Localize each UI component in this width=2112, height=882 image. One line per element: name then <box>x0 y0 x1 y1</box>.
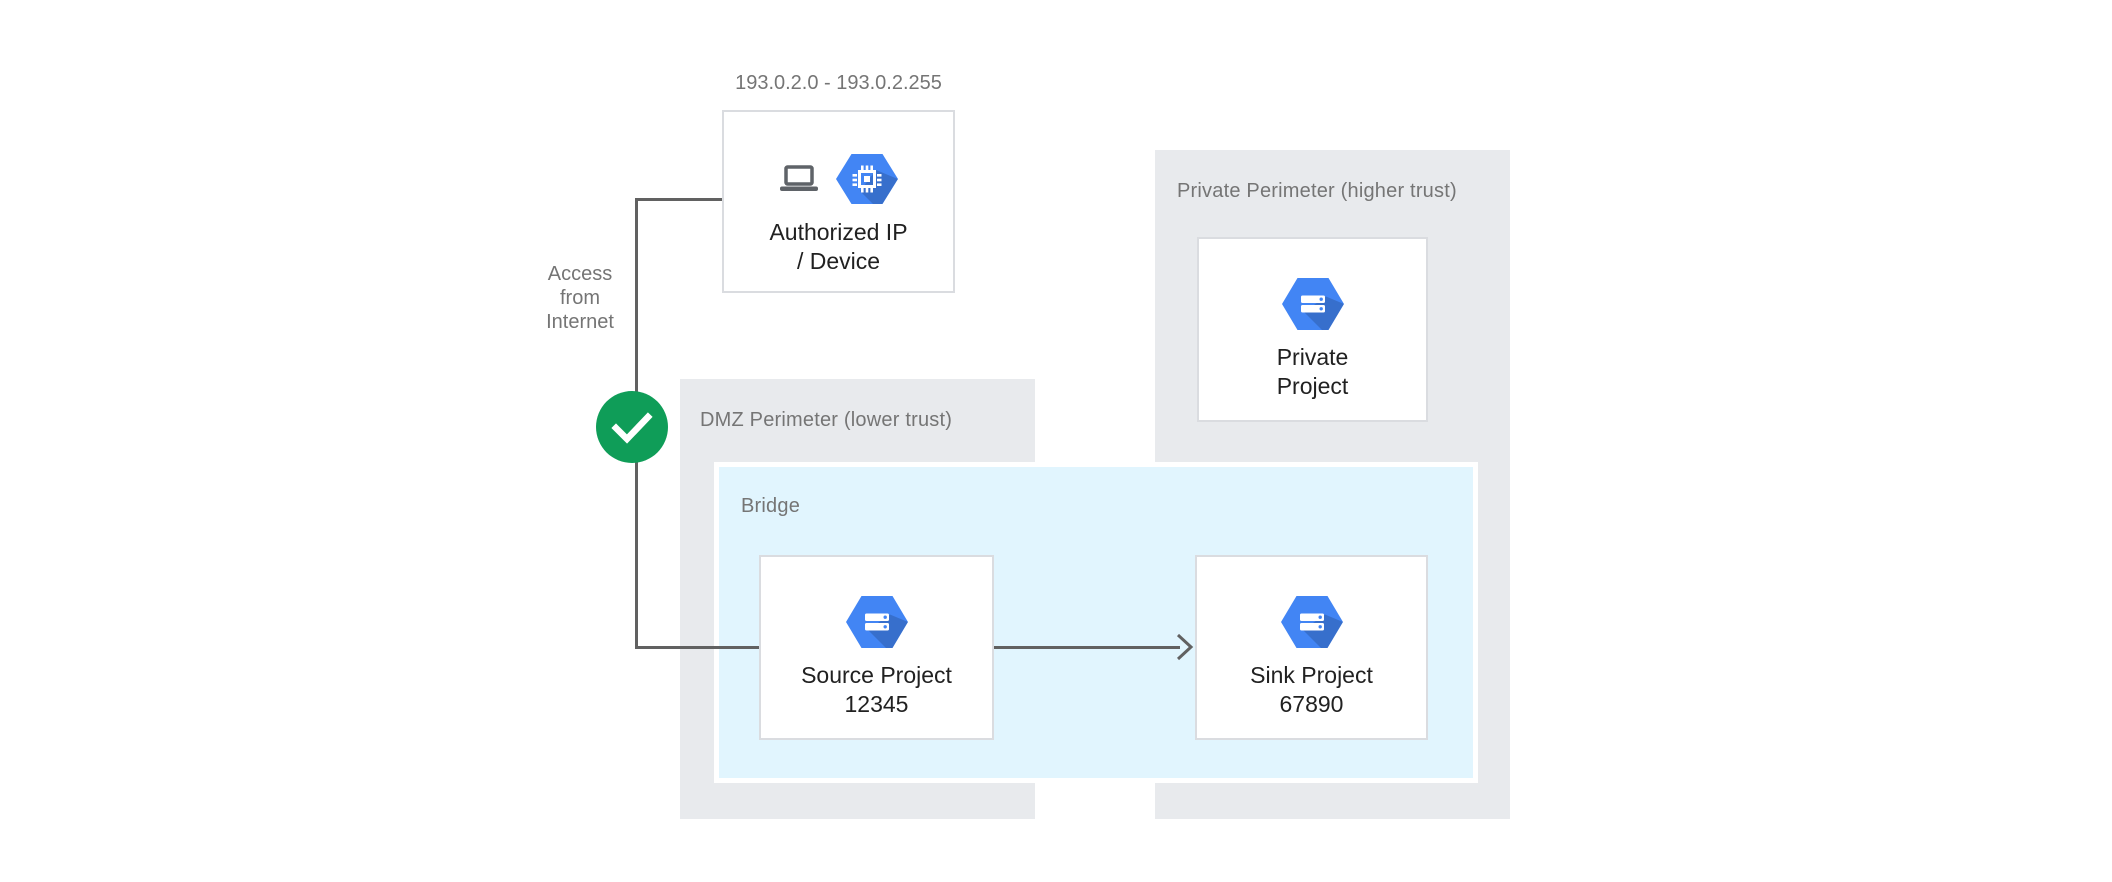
device-icon-row <box>779 152 899 206</box>
sink-project-label: Sink Project 67890 <box>1250 662 1373 717</box>
access-allowed-check-icon <box>596 391 668 463</box>
private-project-node: Private Project <box>1197 237 1428 422</box>
source-project-label: Source Project 12345 <box>801 662 952 717</box>
private-project-label: Private Project <box>1276 344 1349 399</box>
ip-range-label: 193.0.2.0 - 193.0.2.255 <box>735 72 942 94</box>
access-from-internet-label: Access from Internet <box>546 263 614 333</box>
connector-to-source <box>635 646 759 649</box>
authorized-device-node: Authorized IP / Device <box>722 110 955 293</box>
source-project-node: Source Project 12345 <box>759 555 994 740</box>
sink-project-icon <box>1280 595 1344 649</box>
compute-engine-icon <box>835 153 899 205</box>
connector-internet-top <box>635 198 722 201</box>
private-perimeter-label: Private Perimeter (higher trust) <box>1177 180 1457 202</box>
dmz-perimeter-label: DMZ Perimeter (lower trust) <box>700 409 953 431</box>
authorized-device-label: Authorized IP / Device <box>769 219 908 274</box>
source-project-icon <box>845 595 909 649</box>
bridge-label: Bridge <box>741 495 801 517</box>
connector-source-to-sink <box>994 646 1180 649</box>
sink-project-node: Sink Project 67890 <box>1195 555 1428 740</box>
arrow-head-icon <box>1176 633 1194 661</box>
private-project-icon <box>1281 277 1345 331</box>
laptop-icon <box>779 165 818 191</box>
